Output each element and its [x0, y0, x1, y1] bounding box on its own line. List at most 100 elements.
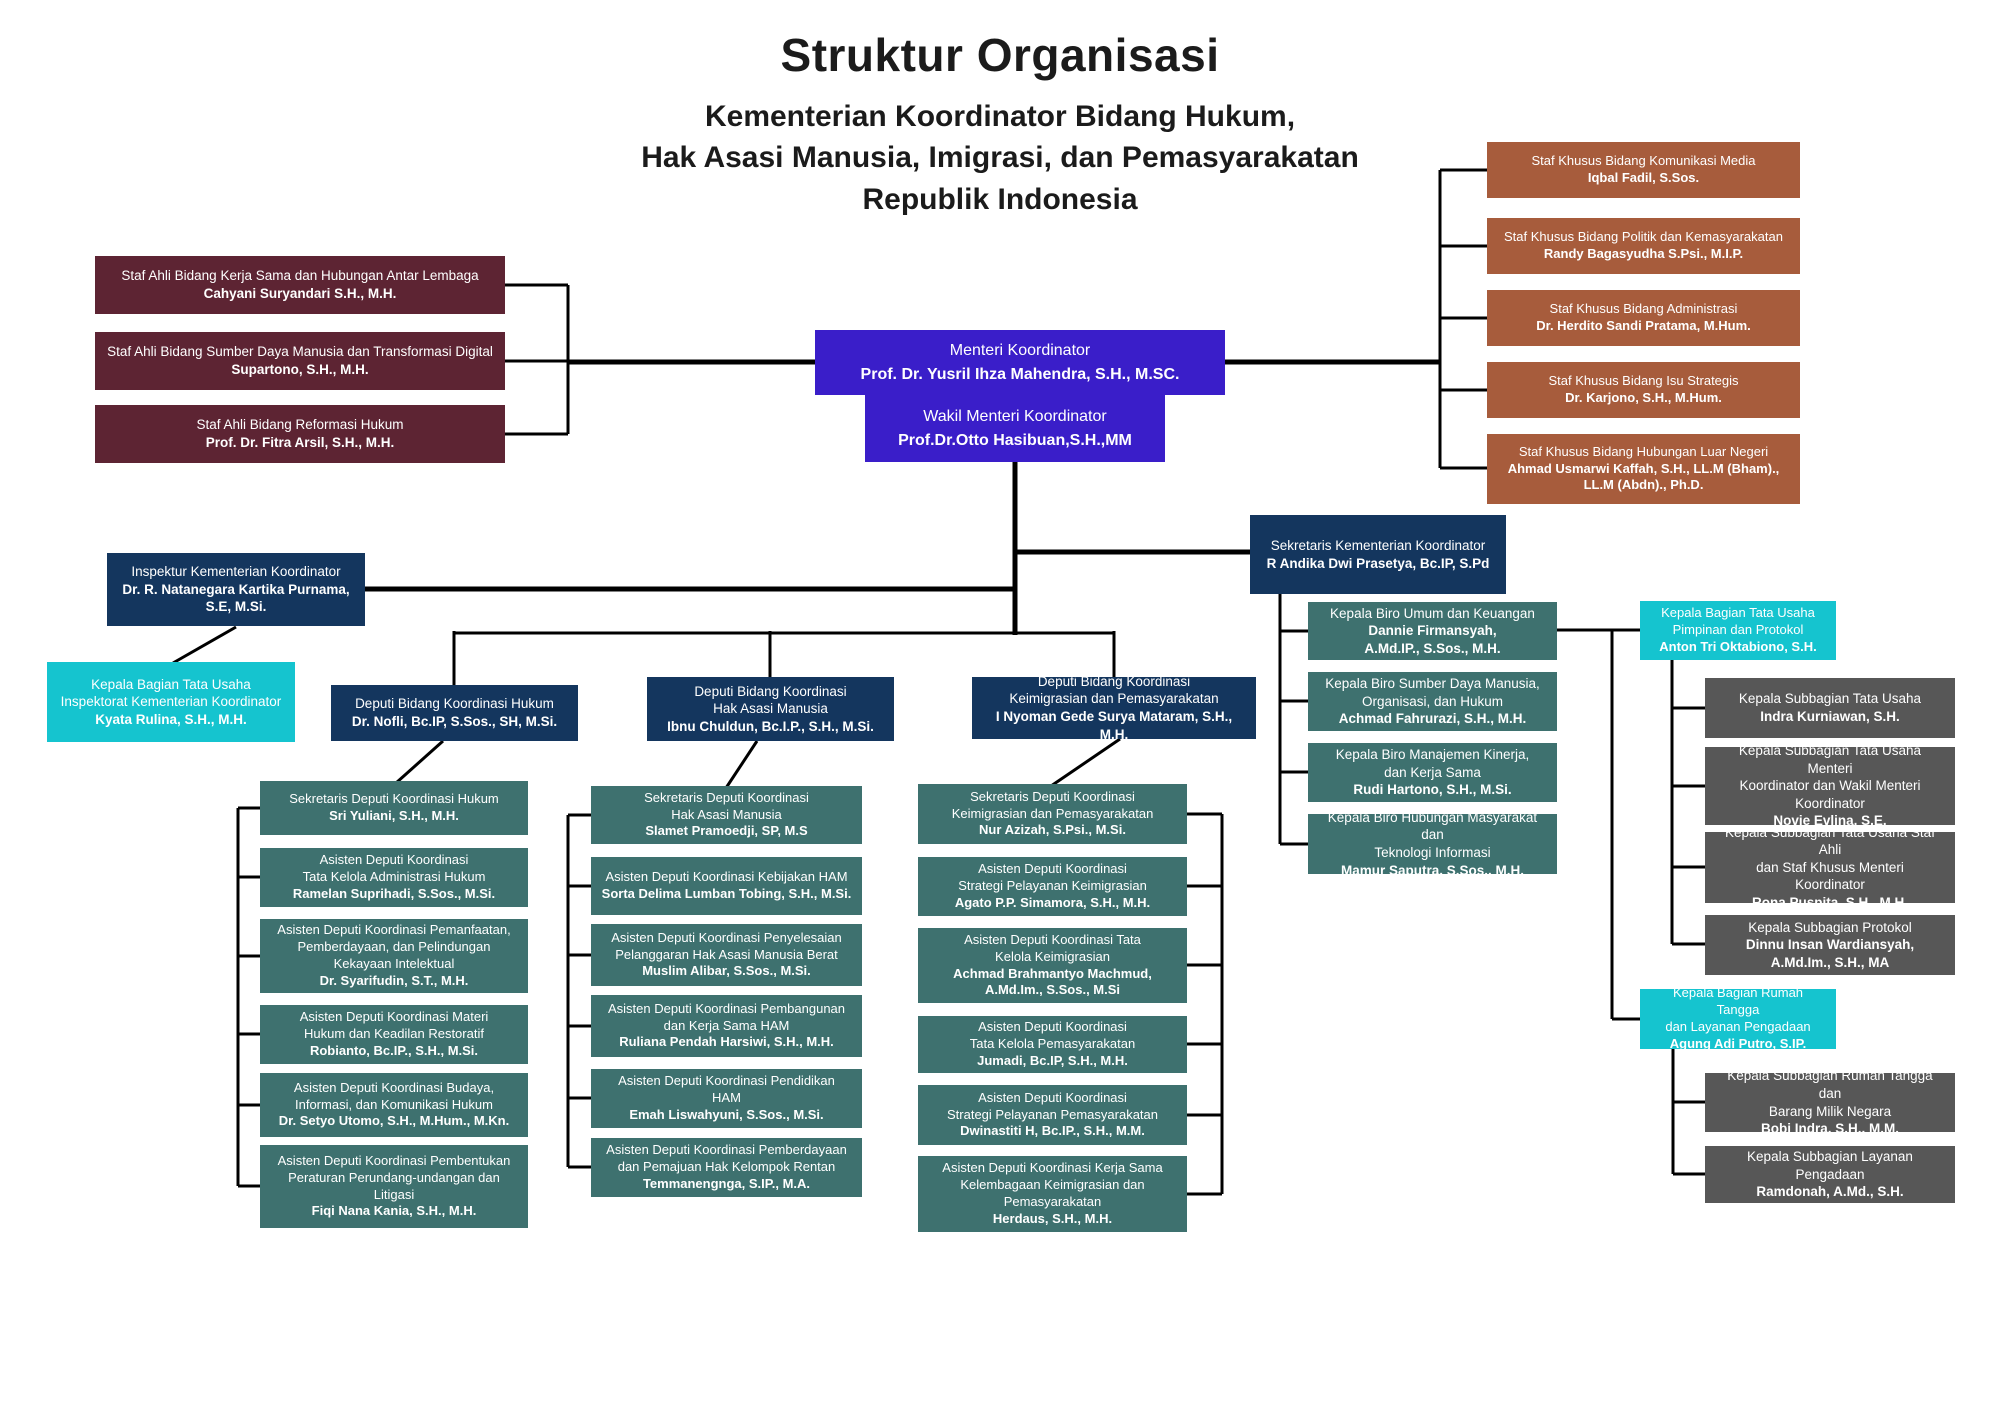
node-asdep-kerjasama-kelembagaan: Asisten Deputi Koordinasi Kerja Sama Kel… [918, 1156, 1187, 1232]
node-biro-humas-ti: Kepala Biro Hubungan Masyarakat dan Tekn… [1308, 810, 1557, 878]
person-text: Dr. R. Natanegara Kartika Purnama, S.E, … [122, 581, 350, 615]
chart-header: Struktur Organisasi Kementerian Koordina… [0, 28, 2000, 220]
node-biro-umum-keuangan: Kepala Biro Umum dan Keuangan Dannie Fir… [1308, 602, 1557, 660]
role-text: Asisten Deputi Koordinasi Budaya, Inform… [293, 1079, 495, 1112]
person-text: Prof. Dr. Fitra Arsil, S.H., M.H. [205, 435, 395, 450]
role-text: Kepala Biro Umum dan Keuangan [1330, 605, 1535, 621]
node-asdep-kekayaan-intelektual: Asisten Deputi Koordinasi Pemanfaatan, P… [260, 919, 528, 993]
person-text: Mamur Saputra, S.Sos., M.H. [1340, 862, 1525, 878]
role-text: Asisten Deputi Koordinasi Tata Kelola Ke… [964, 931, 1141, 964]
role-text: Kepala Bagian Tata Usaha Pimpinan dan Pr… [1661, 605, 1815, 638]
person-text: Ibnu Chuldun, Bc.I.P., S.H., M.Si. [667, 718, 874, 734]
node-asdep-pembangunan-kerjasama-ham: Asisten Deputi Koordinasi Pembangunan da… [591, 995, 862, 1057]
person-text: Agato P.P. Simamora, S.H., M.H. [954, 894, 1151, 910]
role-text: Kepala Subbagian Rumah Tangga dan Barang… [1727, 1068, 1933, 1119]
role-text: Asisten Deputi Koordinasi Tata Kelola Ad… [302, 852, 486, 885]
person-text: Dr. Setyo Utomo, S.H., M.Hum., M.Kn. [278, 1113, 510, 1129]
node-staf-khusus-luar-negeri: Staf Khusus Bidang Hubungan Luar Negeri … [1487, 434, 1800, 504]
person-text: Ahmad Usmarwi Kaffah, S.H., LL.M (Bham).… [1507, 460, 1780, 493]
person-text: Ruliana Pendah Harsiwi, S.H., M.H. [619, 1034, 834, 1050]
role-text: Asisten Deputi Koordinasi Pendidikan HAM [618, 1073, 835, 1106]
role-text: Kepala Bagian Tata Usaha Inspektorat Kem… [60, 676, 282, 710]
person-text: Indra Kurniawan, S.H. [1760, 709, 1900, 724]
role-text: Inspektur Kementerian Koordinator [131, 564, 341, 580]
person-text: Nur Azizah, S.Psi., M.Si. [979, 822, 1126, 838]
role-text: Sekretaris Deputi Koordinasi Hak Asasi M… [644, 789, 809, 822]
node-biro-sdm-organisasi-hukum: Kepala Biro Sumber Daya Manusia, Organis… [1308, 672, 1557, 731]
person-text: Slamet Pramoedji, SP, M.S [645, 823, 808, 839]
role-text: Staf Ahli Bidang Kerja Sama dan Hubungan… [121, 268, 479, 284]
role-text: Kepala Bagian Rumah Tangga dan Layanan P… [1665, 985, 1811, 1034]
person-text: Dr. Herdito Sandi Pratama, M.Hum. [1536, 318, 1751, 333]
node-staf-khusus-isu-strategis: Staf Khusus Bidang Isu Strategis Dr. Kar… [1487, 362, 1800, 418]
node-asdep-pelanggaran-ham-berat: Asisten Deputi Koordinasi Penyelesaian P… [591, 924, 862, 986]
person-text: I Nyoman Gede Surya Mataram, S.H., M.H. [995, 709, 1233, 742]
node-menteri-koordinator: Menteri Koordinator Prof. Dr. Yusril Ihz… [815, 330, 1225, 395]
role-text: Deputi Bidang Koordinasi Hak Asasi Manus… [694, 683, 847, 717]
role-text: Asisten Deputi Koordinasi Tata Kelola Pe… [969, 1019, 1136, 1052]
node-staf-khusus-administrasi: Staf Khusus Bidang Administrasi Dr. Herd… [1487, 290, 1800, 346]
role-text: Deputi Bidang Koordinasi Hukum [355, 696, 554, 712]
role-text: Asisten Deputi Koordinasi Penyelesaian P… [611, 929, 842, 962]
role-text: Staf Khusus Bidang Komunikasi Media [1531, 153, 1756, 169]
role-text: Asisten Deputi Koordinasi Pemanfaatan, P… [277, 922, 511, 971]
person-text: Sri Yuliani, S.H., M.H. [329, 808, 459, 823]
role-text: Deputi Bidang Koordinasi Keimigrasian da… [1009, 673, 1219, 707]
node-staf-ahli-sdm: Staf Ahli Bidang Sumber Daya Manusia dan… [95, 332, 505, 390]
node-subbag-rumah-tangga-bmn: Kepala Subbagian Rumah Tangga dan Barang… [1705, 1068, 1955, 1136]
node-deputi-keimigrasian: Deputi Bidang Koordinasi Keimigrasian da… [972, 674, 1256, 742]
role-text: Kepala Subbagian Tata Usaha Menteri Koor… [1738, 743, 1922, 811]
person-text: Fiqi Nana Kania, S.H., M.H. [311, 1203, 477, 1219]
role-text: Kepala Biro Sumber Daya Manusia, Organis… [1325, 676, 1540, 709]
node-biro-manajemen-kinerja: Kepala Biro Manajemen Kinerja, dan Kerja… [1308, 743, 1557, 802]
person-text: Muslim Alibar, S.Sos., M.Si. [642, 963, 811, 979]
node-subbag-tu-menteri-wakil: Kepala Subbagian Tata Usaha Menteri Koor… [1705, 743, 1955, 828]
node-asdep-kelompok-rentan: Asisten Deputi Koordinasi Pemberdayaan d… [591, 1138, 862, 1197]
node-subbag-tu-staf-ahli-khusus: Kepala Subbagian Tata Usaha Staf Ahli da… [1705, 825, 1955, 910]
node-deputi-hukum: Deputi Bidang Koordinasi Hukum Dr. Nofli… [331, 685, 578, 741]
role-text: Asisten Deputi Koordinasi Materi Hukum d… [299, 1009, 489, 1042]
role-text: Staf Khusus Bidang Politik dan Kemasyara… [1504, 229, 1783, 245]
person-text: Randy Bagasyudha S.Psi., M.I.P. [1543, 246, 1744, 261]
role-text: Kepala Biro Hubungan Masyarakat dan Tekn… [1327, 809, 1538, 860]
person-text: Ramdonah, A.Md., S.H. [1756, 1184, 1904, 1200]
person-text: Rona Puspita, S.H., M.H. [1751, 894, 1908, 910]
person-text: Supartono, S.H., M.H. [231, 362, 369, 377]
node-wakil-menteri: Wakil Menteri Koordinator Prof.Dr.Otto H… [865, 395, 1165, 462]
role-text: Sekretaris Deputi Koordinasi Keimigrasia… [951, 788, 1154, 821]
role-text: Kepala Subbagian Tata Usaha [1738, 691, 1922, 707]
person-text: Dinnu Insan Wardiansyah, A.Md.Im., S.H.,… [1745, 937, 1915, 970]
role-text: Asisten Deputi Koordinasi Pemberdayaan d… [606, 1142, 847, 1175]
person-text: Dr. Nofli, Bc.IP, S.Sos., SH, M.Si. [351, 714, 558, 729]
person-text: Kyata Rulina, S.H., M.H. [95, 711, 247, 727]
node-asdep-tata-kelola-administrasi-hukum: Asisten Deputi Koordinasi Tata Kelola Ad… [260, 848, 528, 907]
person-text: Sorta Delima Lumban Tobing, S.H., M.Si. [601, 886, 852, 901]
node-sekretaris-deputi-hukum: Sekretaris Deputi Koordinasi Hukum Sri Y… [260, 781, 528, 835]
person-text: Dr. Syarifudin, S.T., M.H. [319, 972, 469, 988]
person-text: Dannie Firmansyah, A.Md.IP., S.Sos., M.H… [1364, 623, 1501, 656]
node-sekretaris-kementerian: Sekretaris Kementerian Koordinator R And… [1250, 515, 1506, 594]
person-text: Prof. Dr. Yusril Ihza Mahendra, S.H., M.… [860, 365, 1180, 383]
role-text: Wakil Menteri Koordinator [923, 408, 1107, 426]
node-asdep-strategi-keimigrasian: Asisten Deputi Koordinasi Strategi Pelay… [918, 857, 1187, 916]
page-title: Struktur Organisasi [780, 29, 1220, 81]
person-text: Rudi Hartono, S.H., M.Si. [1353, 782, 1512, 798]
node-tu-inspektorat: Kepala Bagian Tata Usaha Inspektorat Kem… [47, 662, 295, 742]
role-text: Kepala Subbagian Layanan Pengadaan [1747, 1149, 1913, 1182]
node-asdep-pendidikan-ham: Asisten Deputi Koordinasi Pendidikan HAM… [591, 1069, 862, 1128]
person-text: Jumadi, Bc.IP, S.H., M.H. [977, 1052, 1128, 1068]
person-text: Agung Adi Putro, S.IP. [1669, 1035, 1807, 1051]
person-text: Novie Evlina, S.E. [1773, 813, 1887, 829]
node-asdep-budaya-informasi: Asisten Deputi Koordinasi Budaya, Inform… [260, 1073, 528, 1137]
node-asdep-strategi-pemasyarakatan: Asisten Deputi Koordinasi Strategi Pelay… [918, 1085, 1187, 1145]
node-staf-khusus-politik: Staf Khusus Bidang Politik dan Kemasyara… [1487, 218, 1800, 274]
page-subtitle: Kementerian Koordinator Bidang Hukum, Ha… [641, 100, 1359, 216]
node-bagian-rumah-tangga: Kepala Bagian Rumah Tangga dan Layanan P… [1640, 985, 1836, 1051]
person-text: Herdaus, S.H., M.H. [992, 1210, 1113, 1226]
role-text: Kepala Subbagian Tata Usaha Staf Ahli da… [1725, 824, 1935, 893]
node-inspektur: Inspektur Kementerian Koordinator Dr. R.… [107, 553, 365, 626]
node-staf-khusus-komunikasi: Staf Khusus Bidang Komunikasi Media Iqba… [1487, 142, 1800, 198]
node-subbag-protokol: Kepala Subbagian Protokol Dinnu Insan Wa… [1705, 915, 1955, 975]
